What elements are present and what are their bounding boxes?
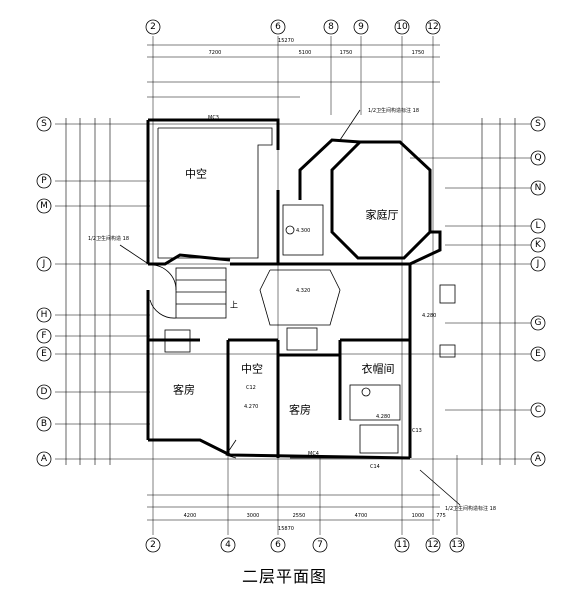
dim-bottom-b: 3000: [247, 513, 260, 519]
level-2: 4.270: [244, 404, 258, 410]
dim-top-d: 1750: [412, 50, 425, 56]
axis-bottom-label: 7: [317, 540, 323, 550]
stair-up-label: 上: [230, 301, 238, 310]
level-5: 4.280: [422, 313, 436, 319]
axis-top-label: 10: [396, 22, 408, 32]
axis-bottom-label: 13: [451, 540, 462, 550]
room-label-guest-left: 客房: [173, 383, 195, 397]
note-bottom: 1/2卫生间构造标注 18: [445, 505, 496, 512]
label-c12: C12: [246, 385, 256, 391]
label-c14: C14: [370, 464, 380, 470]
dim-bottom-e: 1000: [412, 513, 425, 519]
axis-bottom-label: 2: [150, 540, 156, 550]
axis-bubbles-bottom: 2 4 6 7 11 12 13: [145, 537, 465, 553]
axis-left-label: E: [41, 349, 47, 359]
dim-top-total: 15270: [278, 38, 294, 44]
axis-right-label: N: [535, 183, 542, 193]
axis-bottom-label: 11: [396, 540, 407, 550]
dim-bottom-f: 775: [436, 513, 446, 519]
axis-right-label: G: [535, 318, 542, 328]
axis-left-label: M: [40, 201, 48, 211]
axis-right-label: L: [535, 221, 540, 231]
level-4: 4.320: [296, 288, 310, 294]
axis-right-label: A: [535, 454, 542, 464]
axis-right-label: Q: [534, 153, 541, 163]
drawing-caption: 二层平面图: [241, 567, 327, 586]
axis-left-label: F: [41, 331, 46, 341]
axis-bottom-label: 4: [225, 540, 231, 550]
axis-left-label: P: [41, 176, 47, 186]
axis-right-label: C: [535, 405, 541, 415]
fixtures: [119, 109, 461, 506]
dim-top-a: 7200: [209, 50, 222, 56]
label-c13: C13: [412, 428, 422, 434]
axis-left-label: J: [42, 259, 46, 269]
dim-bottom-c: 2550: [293, 513, 306, 519]
dim-top-c: 1750: [340, 50, 353, 56]
axis-top-label: 8: [328, 22, 334, 32]
dim-bottom-a: 4200: [184, 513, 197, 519]
axis-left-label: H: [41, 310, 48, 320]
walls: [146, 118, 442, 460]
axis-top-label: 6: [275, 22, 281, 32]
axis-bubbles-left: S P M J H F E D B A: [36, 116, 52, 467]
note-top: 1/2卫生间构造标注 18: [368, 107, 419, 114]
axis-bubbles-top: 2 6 8 9 10 12: [145, 19, 441, 35]
dimension-lines: [65, 44, 516, 521]
axis-left-label: A: [41, 454, 48, 464]
room-label-closet: 衣帽间: [362, 362, 395, 376]
dimension-texts: 15270 7200 5100 1750 1750 15870 4200 300…: [184, 38, 446, 532]
axis-bubbles-right: S Q N L K J G E C A: [530, 116, 546, 467]
room-label-void-top: 中空: [185, 167, 207, 181]
axis-top-label: 2: [150, 22, 156, 32]
annotations: MC3 MC4 C12 C13 C14 4.300 4.270 4.280 4.…: [88, 107, 496, 512]
axis-left-label: B: [41, 419, 47, 429]
axis-right-label: E: [535, 349, 541, 359]
axis-left-label: S: [41, 119, 47, 129]
axis-top-label: 9: [358, 22, 364, 32]
room-label-family-hall: 家庭厅: [366, 208, 399, 222]
label-mc4: MC4: [308, 451, 319, 457]
level-3: 4.280: [376, 414, 390, 420]
axis-right-label: J: [536, 259, 540, 269]
room-label-guest-right: 客房: [289, 403, 311, 417]
axis-right-label: K: [535, 240, 542, 250]
level-1: 4.300: [296, 228, 310, 234]
axis-right-label: S: [535, 119, 541, 129]
dim-bottom-d: 4700: [355, 513, 368, 519]
room-labels: 中空 家庭厅 中空 客房 客房 衣帽间: [173, 167, 399, 417]
note-left: 1/2卫生间构造 18: [88, 235, 129, 242]
axis-bottom-label: 6: [275, 540, 281, 550]
axis-bottom-label: 12: [427, 540, 438, 550]
axis-left-label: D: [41, 387, 48, 397]
dim-top-b: 5100: [299, 50, 312, 56]
axis-grid: [55, 36, 533, 535]
axis-top-label: 12: [427, 22, 438, 32]
dim-bottom-total: 15870: [278, 526, 294, 532]
room-label-void-mid: 中空: [241, 362, 263, 376]
label-mc3: MC3: [208, 115, 219, 121]
